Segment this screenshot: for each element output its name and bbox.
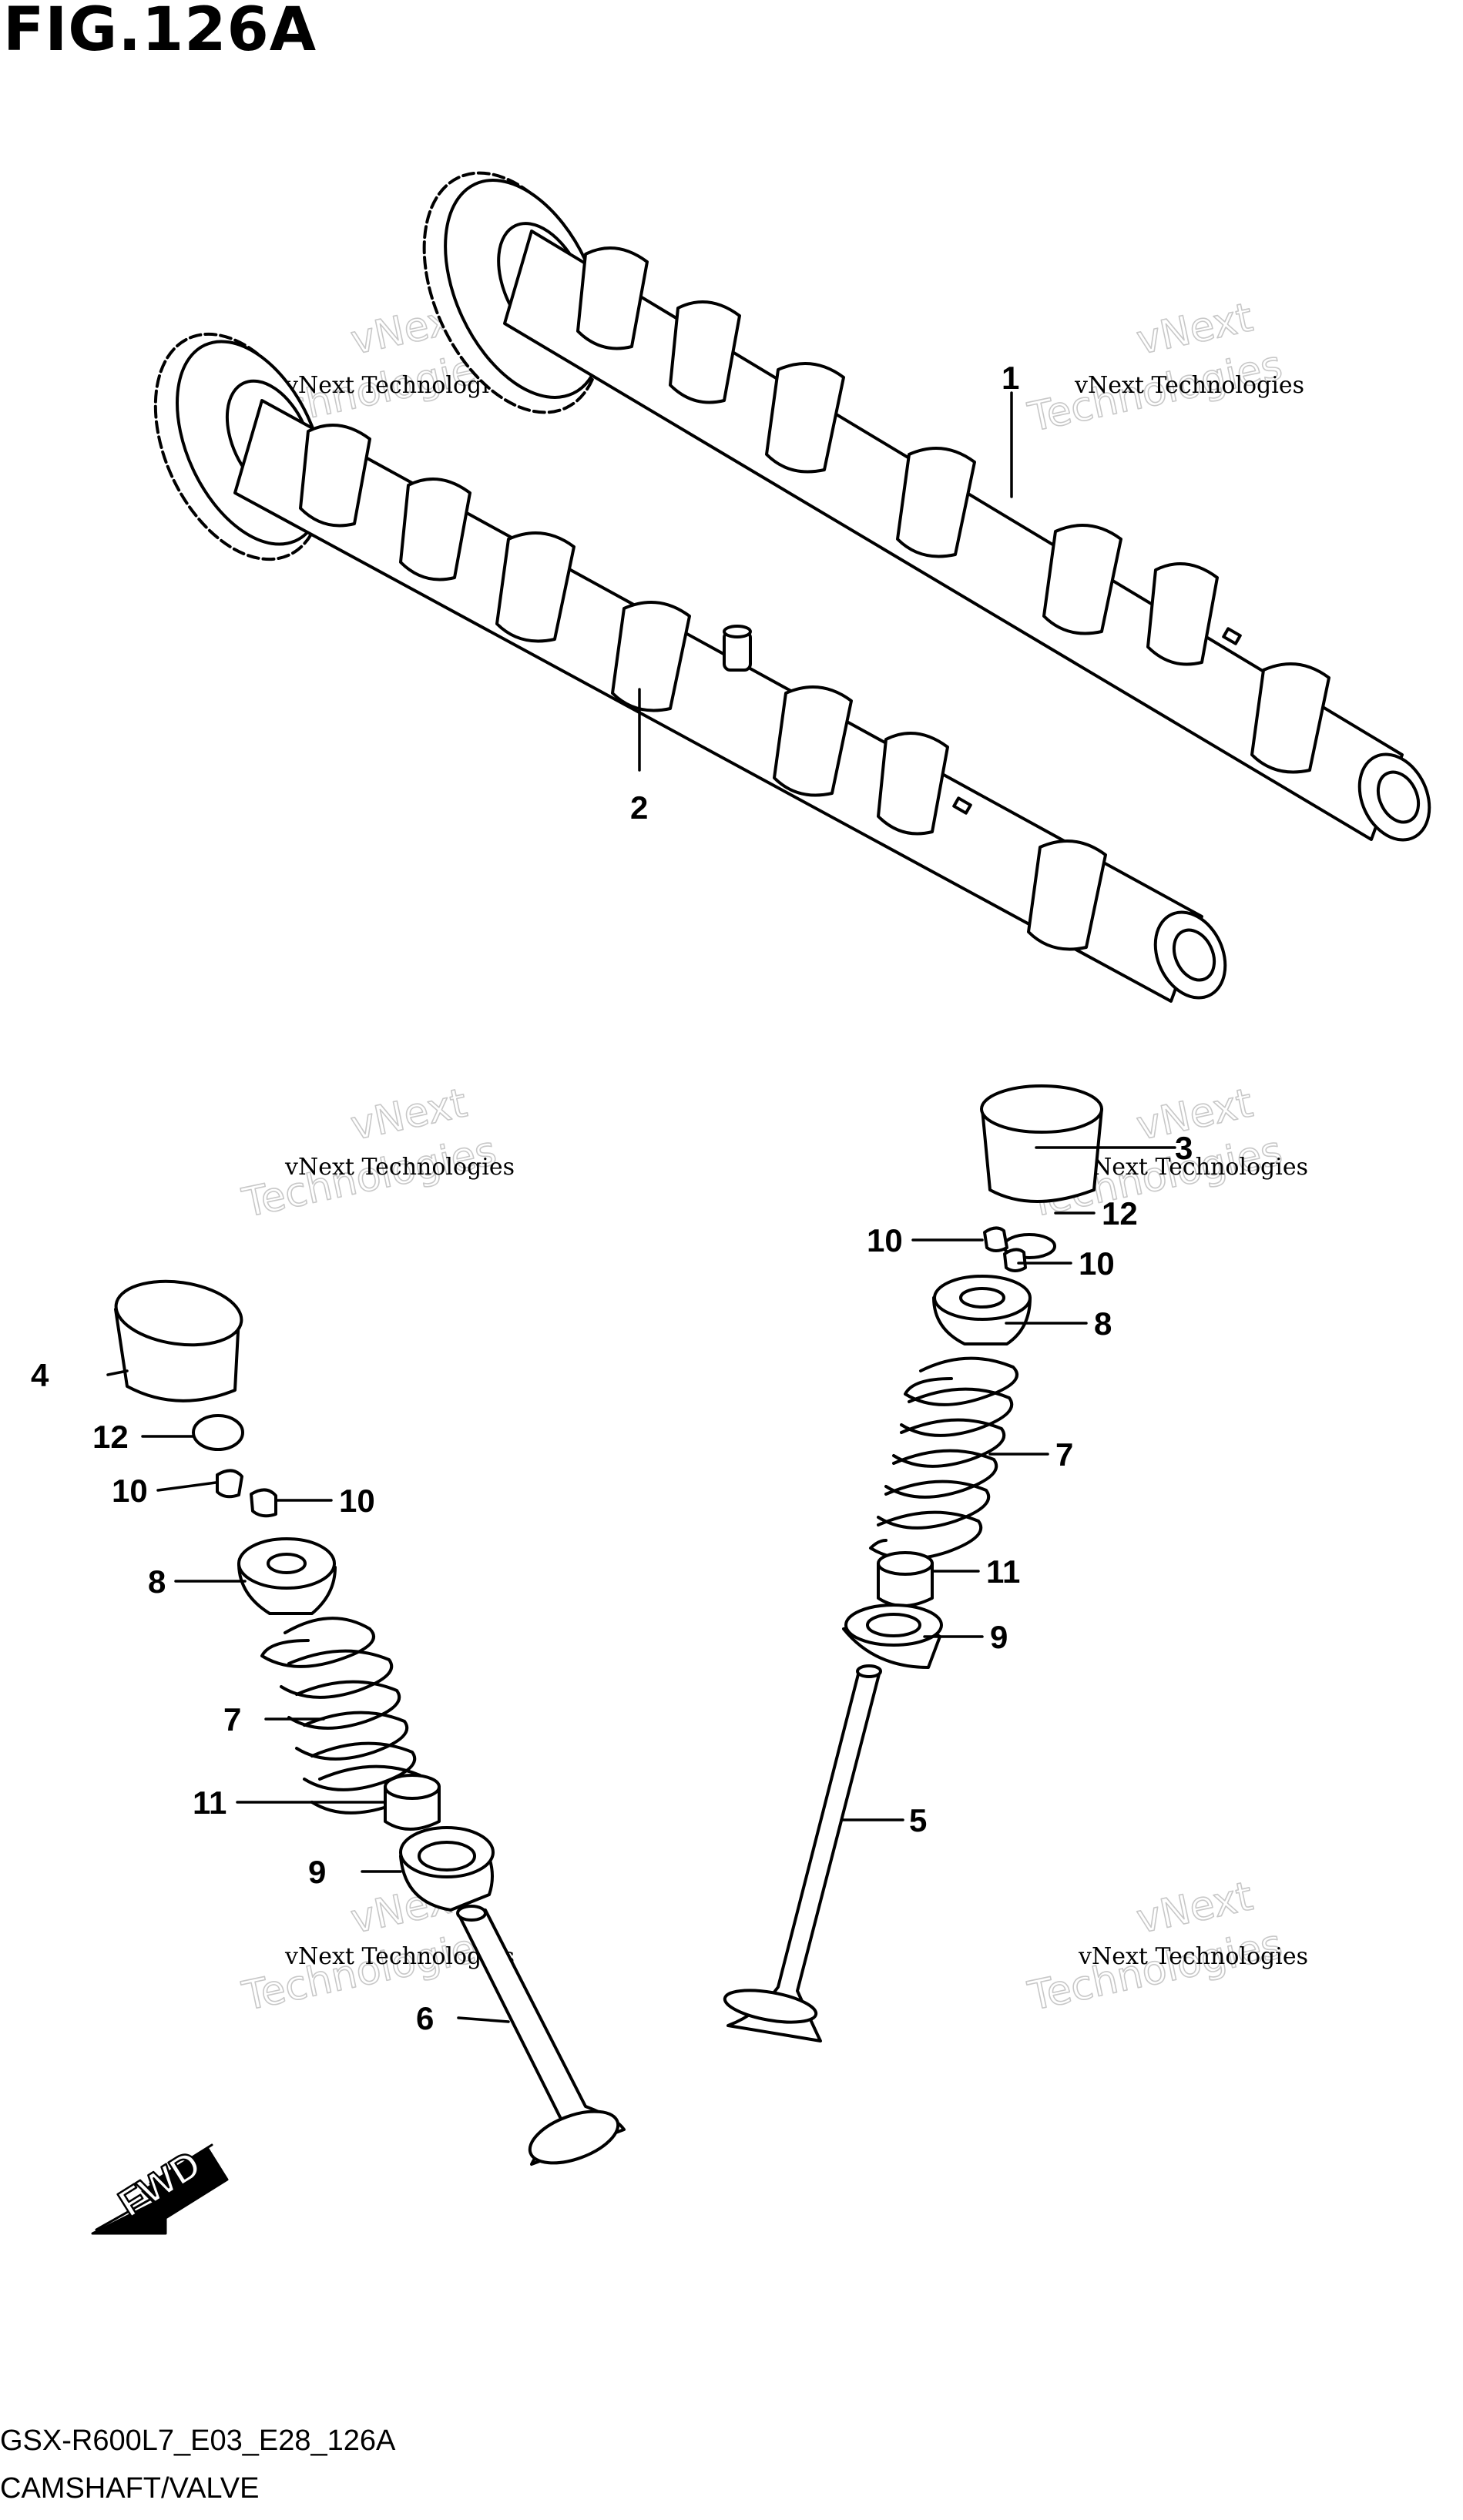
svg-text:vNext Technologies: vNext Technologies [1074,372,1304,399]
camshaft-2 [153,332,1227,1003]
callout-5: 5 [909,1802,927,1838]
tappet-3 [980,1084,1103,1203]
valve-5 [723,1664,882,2042]
shim-12 [192,1414,244,1451]
spring-7 [869,1356,1018,1560]
spring-seat-9 [399,1826,495,1912]
callout-3: 3 [1175,1130,1193,1166]
figure-title: FIG.126A [3,0,317,65]
callout-1: 1 [1002,360,1019,396]
callout-labels: 1 2 3 4 5 6 7 7 8 8 9 9 10 10 10 10 11 1… [31,360,1193,2036]
callout-10-left-a: 10 [112,1473,148,1509]
callout-11-left: 11 [193,1784,226,1821]
leader-lines [106,391,1176,2023]
callout-7-right: 7 [1055,1436,1073,1473]
left-valve-stack [114,1279,626,2166]
callout-12-right: 12 [1102,1195,1138,1232]
retainer-8 [237,1537,337,1615]
fwd-arrow-icon: FWD [91,2141,229,2235]
valve-6 [456,1905,626,2166]
callout-9-left: 9 [308,1854,326,1890]
cotter-10b [1003,1248,1027,1272]
callout-6: 6 [416,2000,434,2036]
watermark: vNext Technologies vNext Technologies [1023,1873,1308,2021]
callout-8-left: 8 [148,1563,166,1600]
tappet-4 [114,1279,243,1402]
callout-10-right-a: 10 [867,1222,903,1258]
diagram-name: CAMSHAFT/VALVE [0,2472,260,2505]
callout-4: 4 [31,1357,49,1393]
svg-text:vNext Technologies: vNext Technologies [284,1154,515,1181]
callout-10-right-b: 10 [1079,1245,1115,1282]
right-valve-stack [723,1084,1103,2042]
callout-12-left: 12 [92,1419,129,1455]
stem-seal-11 [877,1551,934,1607]
spring-7 [260,1617,424,1815]
cotter-10a [216,1469,243,1499]
spring-seat-9 [842,1603,943,1669]
cotter-10b [250,1488,277,1518]
callout-11-right: 11 [986,1553,1020,1590]
diagram-code: GSX-R600L7_E03_E28_126A [0,2424,396,2457]
svg-text:vNext Technologies: vNext Technologies [1078,1154,1308,1181]
stem-seal-11 [384,1774,441,1831]
cotter-10a [983,1226,1008,1252]
callout-7-left: 7 [223,1701,241,1738]
callout-2: 2 [630,789,648,826]
watermark: vNext Technologies vNext Technologies [1023,294,1304,442]
svg-text:vNext Technologies: vNext Technologies [1078,1943,1308,1970]
callout-9-right: 9 [990,1619,1008,1655]
retainer-8 [932,1275,1032,1345]
callout-8-right: 8 [1094,1305,1112,1342]
watermark: vNext Technologies vNext Technologies [237,1080,515,1228]
callout-10-left-b: 10 [339,1483,375,1519]
camshaft-1 [422,171,1431,842]
